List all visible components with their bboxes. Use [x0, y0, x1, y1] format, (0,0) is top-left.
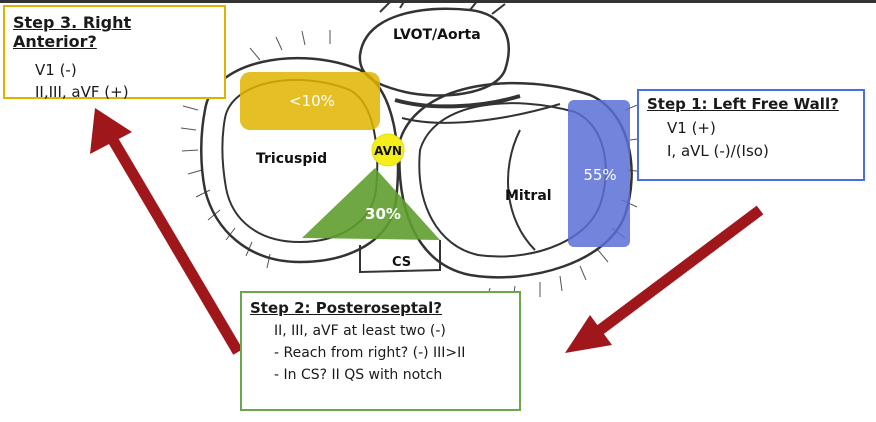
aorta-top-strokes	[379, 0, 506, 15]
step2-title: Step 2: Posteroseptal?	[250, 299, 443, 317]
arrow-to-step3-head	[90, 108, 132, 154]
mitral-label: Mitral	[505, 188, 552, 204]
coronary-sinus-outline	[359, 240, 441, 274]
avn-label: AVN	[374, 144, 402, 158]
avn-marker	[371, 133, 405, 167]
posteroseptal-percent: 30%	[365, 205, 401, 223]
aorta-outline	[358, 7, 510, 97]
left-free-wall-region	[568, 100, 630, 247]
arrow-to-step3	[105, 132, 243, 355]
mitral-leaflet	[507, 129, 536, 251]
arrows	[90, 108, 764, 355]
left-free-wall-percent: 55%	[583, 166, 616, 184]
fibrous-band-lower	[401, 103, 561, 124]
step3-box: Step 3. Right Anterior? V1 (-) II,III, a…	[3, 5, 226, 101]
right-anterior-region	[240, 72, 380, 130]
arrow-to-step2-head	[565, 315, 612, 353]
step1-line: V1 (+)	[667, 119, 716, 137]
step2-line: - In CS? II QS with notch	[274, 367, 443, 383]
step2-line: - Reach from right? (-) III>II	[274, 345, 466, 361]
fibrous-trigone-band	[394, 94, 521, 109]
arrow-to-step2	[596, 205, 764, 335]
step3-title: Step 3. Right Anterior?	[13, 13, 132, 51]
step2-line: II, III, aVF at least two (-)	[274, 323, 446, 339]
lvot-aorta-label: LVOT/Aorta	[393, 27, 481, 43]
step3-line: II,III, aVF (+)	[35, 83, 129, 101]
step2-box: Step 2: Posteroseptal? II, III, aVF at l…	[240, 291, 521, 411]
step1-box: Step 1: Left Free Wall? V1 (+) I, aVL (-…	[637, 89, 865, 181]
top-border	[0, 0, 876, 3]
step3-line: V1 (-)	[35, 61, 77, 79]
step1-line: I, aVL (-)/(Iso)	[667, 142, 769, 160]
posteroseptal-region	[302, 168, 440, 240]
right-anterior-percent: <10%	[289, 92, 335, 110]
tricuspid-label: Tricuspid	[256, 151, 327, 167]
cs-label: CS	[392, 255, 411, 270]
step1-title: Step 1: Left Free Wall?	[647, 95, 839, 113]
